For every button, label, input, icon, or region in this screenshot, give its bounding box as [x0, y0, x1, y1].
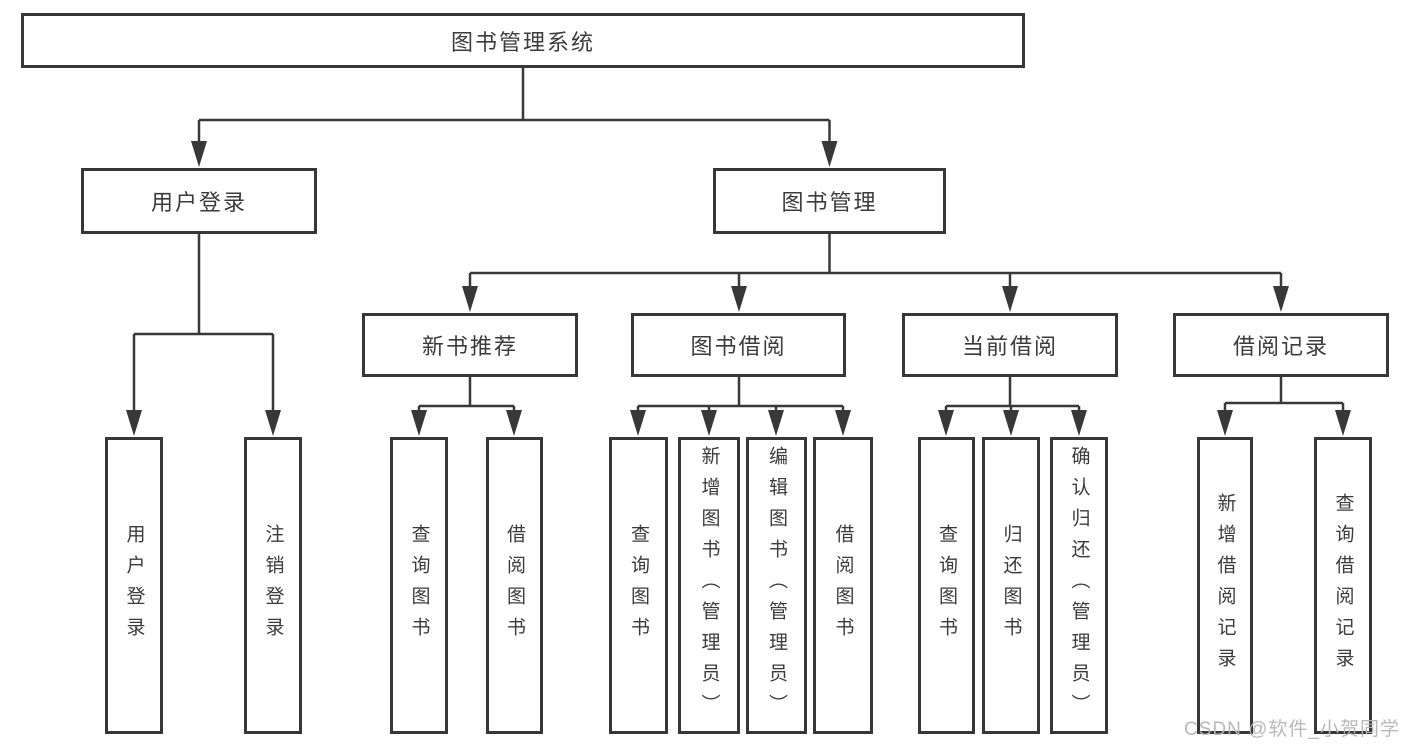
connector-user-login — [126, 234, 281, 436]
node-user-login: 用户登录 — [81, 168, 317, 234]
connector-new-book-recommend — [411, 377, 522, 436]
leaf-borrow-borrow-books-label: 借阅图书 — [832, 523, 854, 648]
leaf-borrow-add-books-admin-label: 新增图书（管理员） — [698, 446, 720, 725]
leaf-borrow-edit-books-admin-label: 编辑图书（管理员） — [766, 446, 787, 725]
node-current-borrow-label: 当前借阅 — [961, 334, 1058, 359]
leaf-current-query-books-label: 查询图书 — [936, 523, 957, 648]
leaf-current-return-books-label: 归还图书 — [1000, 523, 1022, 648]
leaf-recommend-borrow-books: 借阅图书 — [486, 437, 543, 734]
node-new-book-recommend-label: 新书推荐 — [421, 334, 518, 359]
leaf-user-login: 用户登录 — [105, 437, 163, 734]
node-borrow-records: 借阅记录 — [1173, 313, 1389, 377]
node-current-borrow: 当前借阅 — [902, 313, 1118, 377]
leaf-recommend-borrow-books-label: 借阅图书 — [504, 523, 525, 648]
leaf-borrow-borrow-books: 借阅图书 — [813, 437, 873, 734]
leaf-current-query-books: 查询图书 — [918, 437, 975, 734]
connector-book-management — [462, 234, 1289, 312]
leaf-logout-label: 注销登录 — [262, 523, 284, 648]
connector-book-borrow — [630, 377, 851, 436]
connector-root — [191, 68, 838, 167]
leaf-recommend-query-books: 查询图书 — [390, 437, 448, 734]
leaf-records-add-record: 新增借阅记录 — [1197, 437, 1253, 734]
leaf-records-query-record-label: 查询借阅记录 — [1332, 492, 1354, 679]
leaf-records-query-record: 查询借阅记录 — [1314, 437, 1372, 734]
node-book-borrow: 图书借阅 — [631, 313, 846, 377]
node-root: 图书管理系统 — [21, 13, 1025, 68]
leaf-current-confirm-return-admin: 确认归还（管理员） — [1050, 437, 1108, 734]
node-user-login-label: 用户登录 — [150, 190, 247, 215]
leaf-borrow-add-books-admin: 新增图书（管理员） — [678, 437, 740, 734]
leaf-current-return-books: 归还图书 — [982, 437, 1040, 734]
connector-borrow-records — [1217, 377, 1351, 436]
connector-current-borrow — [938, 377, 1087, 436]
leaf-borrow-edit-books-admin: 编辑图书（管理员） — [746, 437, 807, 734]
leaf-borrow-query-books-label: 查询图书 — [628, 523, 649, 648]
leaf-recommend-query-books-label: 查询图书 — [408, 523, 430, 648]
node-book-management: 图书管理 — [713, 168, 946, 234]
leaf-borrow-query-books: 查询图书 — [609, 437, 668, 734]
leaf-records-add-record-label: 新增借阅记录 — [1214, 492, 1236, 679]
node-new-book-recommend: 新书推荐 — [362, 313, 578, 377]
node-borrow-records-label: 借阅记录 — [1232, 334, 1329, 359]
csdn-watermark: CSDN @软件_小贺同学 — [1184, 719, 1400, 740]
leaf-current-confirm-return-admin-label: 确认归还（管理员） — [1068, 446, 1090, 725]
node-root-label: 图书管理系统 — [450, 29, 595, 55]
leaf-user-login-label: 用户登录 — [123, 523, 145, 648]
node-book-borrow-label: 图书借阅 — [690, 334, 787, 359]
node-book-management-label: 图书管理 — [781, 190, 878, 215]
leaf-logout: 注销登录 — [244, 437, 302, 734]
